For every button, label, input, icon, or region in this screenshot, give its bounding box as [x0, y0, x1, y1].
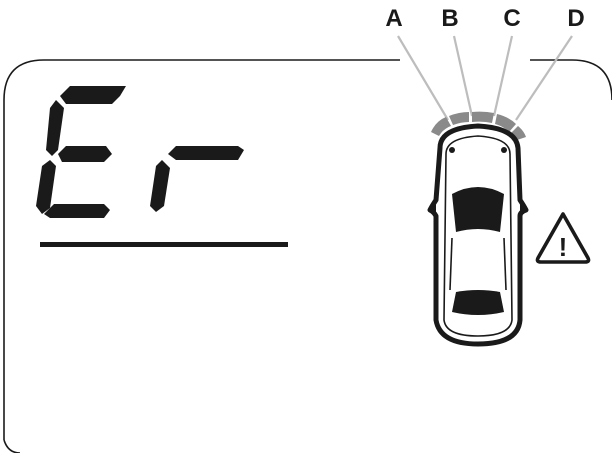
car-right-door-line — [503, 237, 507, 291]
segment-e-middle — [58, 146, 112, 162]
car-left-door-line — [449, 237, 453, 291]
sensor-label-d: D — [567, 5, 584, 32]
car-headlight-left — [449, 147, 455, 153]
segment-digit-r — [150, 146, 244, 212]
sensor-arc-e — [511, 126, 526, 140]
car-inner-line — [443, 135, 513, 337]
sensor-arc-c — [472, 111, 494, 123]
warning-exclamation: ! — [559, 232, 568, 262]
segment-e-bottom — [44, 204, 110, 218]
sensor-leader-lines — [397, 35, 573, 121]
sensor-arc-b — [449, 112, 469, 125]
segment-e-lower-left — [36, 160, 56, 214]
leader-line-b — [452, 35, 474, 117]
sensor-label-b: B — [441, 5, 458, 32]
segment-e-top — [60, 86, 126, 104]
car-headlight-right — [501, 147, 507, 153]
car-right-mirror — [520, 204, 526, 214]
sensor-label-c: C — [503, 5, 520, 32]
segment-e-upper-left — [46, 100, 64, 156]
sensor-arc-d — [495, 114, 516, 132]
car-windshield — [452, 187, 504, 232]
leader-line-c — [492, 35, 514, 117]
leader-line-d — [515, 35, 573, 121]
warning-triangle-outline — [535, 212, 591, 264]
leader-line-a — [397, 35, 449, 121]
car-rear-window — [452, 290, 504, 315]
sensor-arc-a — [431, 117, 451, 136]
segment-r-lower-left — [150, 160, 170, 212]
code-underline — [40, 242, 288, 247]
car-left-mirror — [430, 204, 436, 214]
sensor-arc — [431, 111, 526, 140]
lcd-panel-frame-corner — [3, 439, 21, 453]
car-top-view-icon — [427, 123, 529, 347]
warning-triangle-icon: ! — [535, 212, 591, 264]
lcd-panel-frame — [3, 59, 400, 440]
segment-r-middle — [168, 146, 244, 160]
sensor-label-a: A — [385, 5, 402, 32]
segment-digit-e — [36, 86, 126, 218]
